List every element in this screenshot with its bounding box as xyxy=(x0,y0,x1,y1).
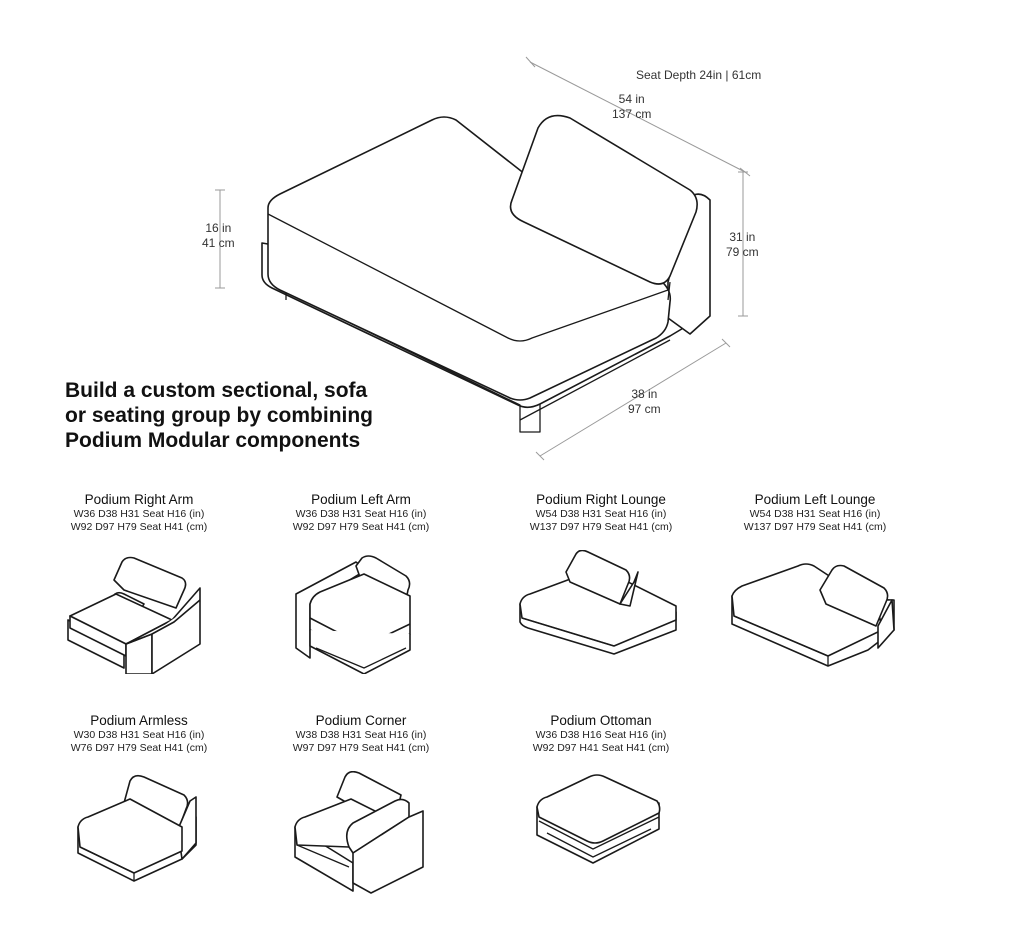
module-name: Podium Ottoman xyxy=(550,713,652,728)
module-spec-cm: W76 D97 H79 Seat H41 (cm) xyxy=(70,742,208,754)
module-spec-in: W36 D38 H16 Seat H16 (in) xyxy=(535,729,667,741)
module-spec-cm: W92 D97 H79 Seat H41 (cm) xyxy=(292,521,430,533)
module-name: Podium Right Arm xyxy=(84,492,194,507)
module-name: Podium Armless xyxy=(90,713,188,728)
ottoman-module-icon xyxy=(536,774,661,864)
left-lounge-module-icon xyxy=(730,563,895,667)
headline: Build a custom sectional, sofa or seatin… xyxy=(65,379,374,452)
seat-depth-label: Seat Depth 24in | 61cm xyxy=(636,68,762,82)
right-lounge-module-icon xyxy=(519,550,677,655)
module-left-lounge: Podium Left Lounge W54 D38 H31 Seat H16 … xyxy=(710,492,920,670)
module-spec-cm: W92 D97 H79 Seat H41 (cm) xyxy=(70,521,208,533)
module-left-arm: Podium Left Arm W36 D38 H31 Seat H16 (in… xyxy=(256,492,466,674)
module-spec-cm: W97 D97 H79 Seat H41 (cm) xyxy=(292,742,430,754)
module-armless: Podium Armless W30 D38 H31 Seat H16 (in)… xyxy=(34,713,244,887)
corner-module-icon xyxy=(294,771,424,894)
module-spec-in: W30 D38 H31 Seat H16 (in) xyxy=(73,729,205,741)
module-name: Podium Left Lounge xyxy=(754,492,876,507)
module-name: Podium Corner xyxy=(315,713,407,728)
module-spec-in: W54 D38 H31 Seat H16 (in) xyxy=(749,508,881,520)
module-spec-in: W54 D38 H31 Seat H16 (in) xyxy=(535,508,667,520)
module-spec-cm: W137 D97 H79 Seat H41 (cm) xyxy=(743,521,887,533)
module-corner: Podium Corner W38 D38 H31 Seat H16 (in) … xyxy=(256,713,466,895)
armless-module-icon xyxy=(77,774,197,882)
module-right-arm: Podium Right Arm W36 D38 H31 Seat H16 (i… xyxy=(34,492,244,674)
module-name: Podium Right Lounge xyxy=(536,492,666,507)
dimension-lines xyxy=(215,56,751,461)
module-name: Podium Left Arm xyxy=(311,492,411,507)
module-right-lounge: Podium Right Lounge W54 D38 H31 Seat H16… xyxy=(496,492,706,660)
module-spec-cm: W92 D97 H41 Seat H41 (cm) xyxy=(532,742,670,754)
module-spec-cm: W137 D97 H79 Seat H41 (cm) xyxy=(529,521,673,533)
module-spec-in: W36 D38 H31 Seat H16 (in) xyxy=(73,508,205,520)
lounge-module-illustration xyxy=(215,56,751,461)
right-arm-module-icon xyxy=(67,556,201,674)
left-arm-module-icon xyxy=(295,555,411,674)
module-spec-in: W38 D38 H31 Seat H16 (in) xyxy=(295,729,427,741)
module-ottoman: Podium Ottoman W36 D38 H16 Seat H16 (in)… xyxy=(496,713,706,871)
module-spec-in: W36 D38 H31 Seat H16 (in) xyxy=(295,508,427,520)
